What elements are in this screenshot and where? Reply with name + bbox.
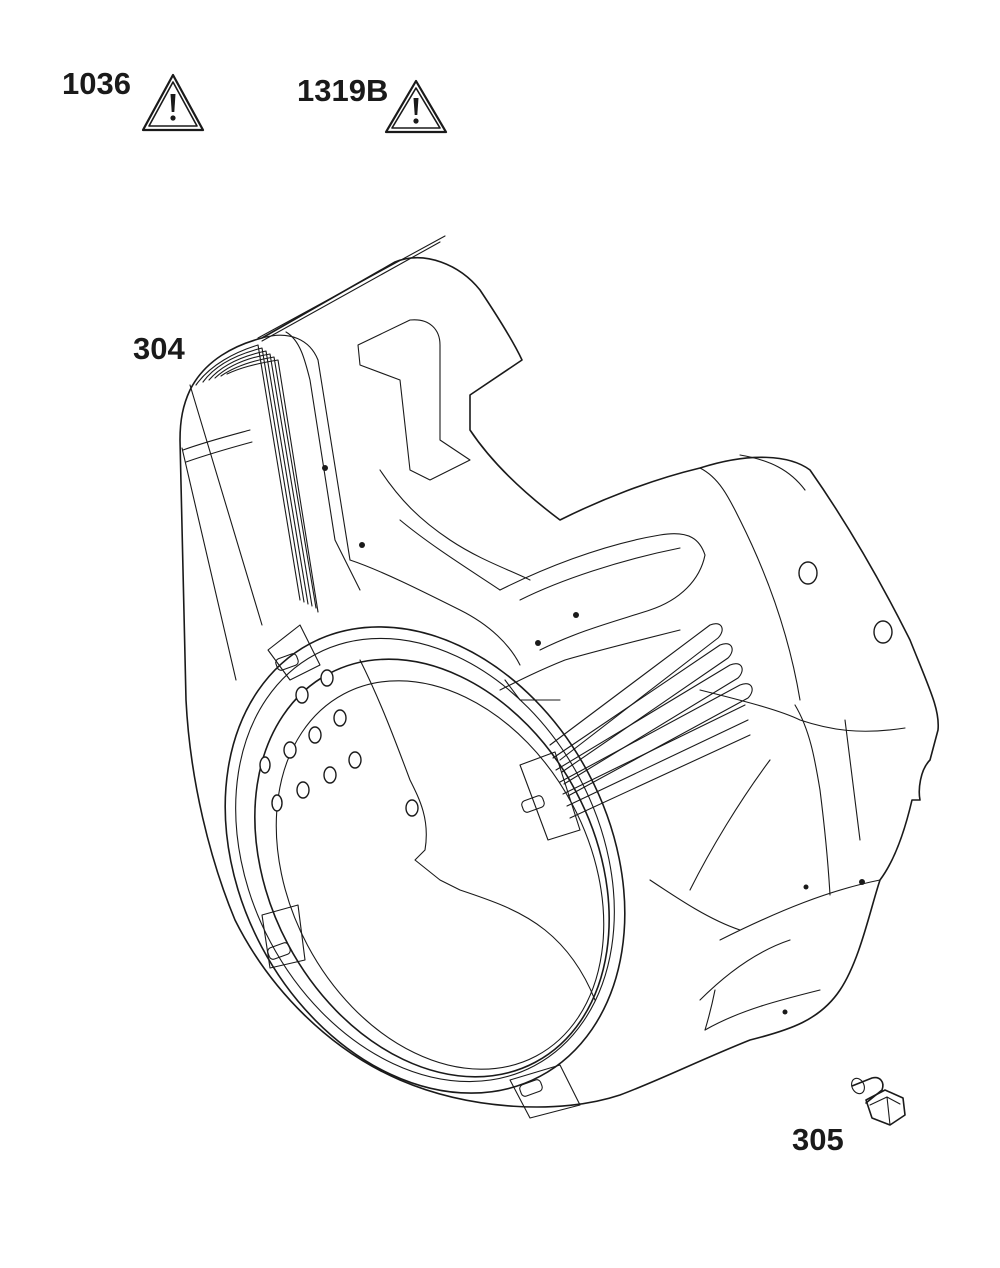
part-304-blower-housing bbox=[179, 235, 940, 1119]
callout-304: 304 bbox=[133, 331, 185, 366]
callout-305: 305 bbox=[792, 1122, 844, 1157]
callout-1319b: 1319B bbox=[297, 73, 389, 108]
warning-triangle-icon bbox=[384, 79, 448, 134]
warning-triangle-icon bbox=[141, 73, 205, 132]
part-305-screw bbox=[851, 1076, 906, 1126]
callout-1036: 1036 bbox=[62, 66, 131, 101]
